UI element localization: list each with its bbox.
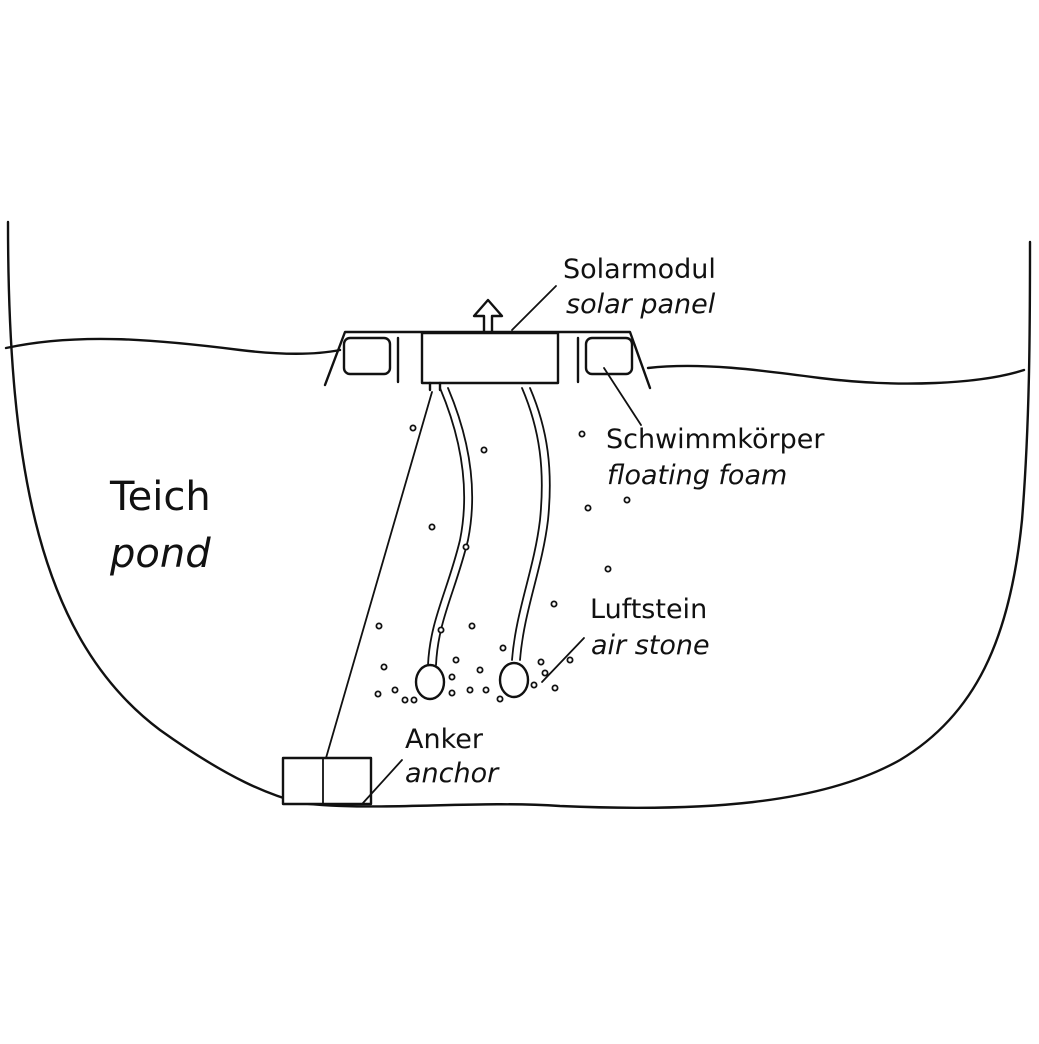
bubbles (374, 424, 631, 704)
label-anchor-en: anchor (405, 758, 500, 789)
bubble (374, 690, 382, 698)
label-stone-en: air stone (591, 630, 710, 661)
pond-outline (6, 220, 1032, 810)
label-anchor-de: Anker (405, 724, 484, 755)
bubble (604, 565, 612, 573)
bubble (380, 663, 388, 671)
floating-foam-right (584, 336, 634, 376)
bubble (496, 695, 504, 703)
bubble (448, 673, 456, 681)
bubble (482, 686, 490, 694)
label-float-en: floating foam (607, 460, 787, 491)
bubble (428, 523, 436, 531)
air-stone-left (414, 663, 446, 701)
bubble (566, 656, 574, 664)
bubble (578, 430, 586, 438)
leader-solar (511, 285, 557, 331)
bubble (410, 696, 418, 704)
anchor-rope (325, 391, 433, 759)
air-tube-left (427, 387, 474, 666)
leader-float (603, 367, 642, 426)
air-tube-right (511, 387, 551, 661)
bubble (499, 644, 507, 652)
leader-stone (541, 637, 585, 683)
bubble (375, 622, 383, 630)
bubble (623, 496, 631, 504)
label-stone-de: Luftstein (590, 594, 707, 625)
bubble (530, 681, 538, 689)
bubble (401, 696, 409, 704)
anchor-block (281, 756, 373, 806)
bubble (452, 656, 460, 664)
bubble (541, 669, 549, 677)
bubble (437, 626, 445, 634)
air-stone-right (498, 661, 530, 699)
bubble (448, 689, 456, 697)
bubble (537, 658, 545, 666)
bubble (476, 666, 484, 674)
bubble (391, 686, 399, 694)
bubble (551, 684, 559, 692)
label-float-de: Schwimmkörper (606, 424, 825, 455)
bubble (468, 622, 476, 630)
water-surface (4, 337, 1026, 385)
bubble (550, 600, 558, 608)
bubble (466, 686, 474, 694)
up-arrow-icon (472, 298, 504, 334)
label-solar-de: Solarmodul (563, 254, 716, 285)
label-pond-en: pond (109, 531, 211, 577)
bubble (462, 543, 470, 551)
label-pond-de: Teich (109, 474, 211, 520)
floating-foam-left (342, 336, 392, 376)
leader-anchor (362, 759, 403, 804)
bubble (480, 446, 488, 454)
bubble (409, 424, 417, 432)
pump-housing (420, 331, 560, 385)
bubble (584, 504, 592, 512)
label-solar-en: solar panel (566, 289, 716, 320)
